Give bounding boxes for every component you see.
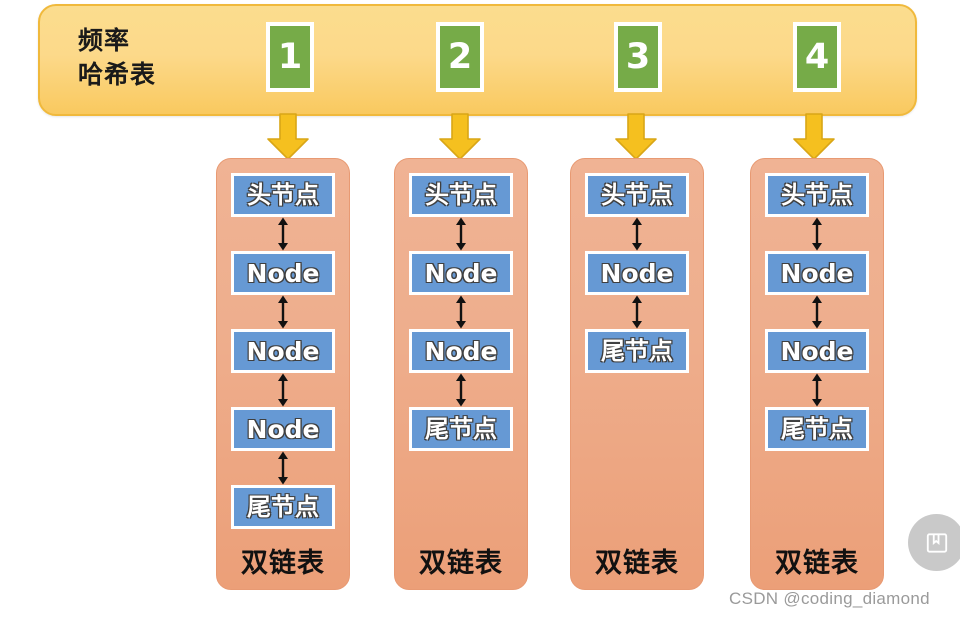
column-footer-label: 双链表 bbox=[595, 548, 679, 579]
list-node[interactable]: Node bbox=[765, 329, 869, 373]
double-arrow-vertical-icon bbox=[276, 217, 290, 251]
double-arrow-vertical-icon bbox=[454, 373, 468, 407]
double-arrow-vertical-icon bbox=[276, 373, 290, 407]
list-node[interactable]: 尾节点 bbox=[409, 407, 513, 451]
double-arrow-vertical-icon bbox=[810, 217, 824, 251]
list-node[interactable]: 尾节点 bbox=[585, 329, 689, 373]
list-node[interactable]: 头节点 bbox=[231, 173, 335, 217]
list-node[interactable]: Node bbox=[231, 407, 335, 451]
arrow-down-icon bbox=[266, 113, 310, 161]
double-arrow-vertical-icon bbox=[454, 295, 468, 329]
list-node[interactable]: 头节点 bbox=[585, 173, 689, 217]
list-node[interactable]: Node bbox=[409, 251, 513, 295]
arrow-down-icon bbox=[614, 113, 658, 161]
list-node[interactable]: Node bbox=[231, 251, 335, 295]
linked-list-column-3: 头节点 Node 尾节点双链表 bbox=[570, 158, 704, 590]
watermark-badge bbox=[908, 514, 960, 571]
node-stack: 头节点 Node 尾节点 bbox=[571, 173, 703, 373]
double-arrow-vertical-icon bbox=[276, 451, 290, 485]
list-node[interactable]: Node bbox=[231, 329, 335, 373]
double-arrow-vertical-icon bbox=[630, 295, 644, 329]
double-arrow-vertical-icon bbox=[810, 295, 824, 329]
column-footer-label: 双链表 bbox=[241, 548, 325, 579]
arrow-down-icon bbox=[792, 113, 836, 161]
watermark-text: CSDN @coding_diamond bbox=[729, 589, 930, 608]
hash-slot-1[interactable]: 1 bbox=[266, 22, 314, 92]
double-arrow-vertical-icon bbox=[276, 295, 290, 329]
column-footer-label: 双链表 bbox=[419, 548, 503, 579]
book-icon bbox=[924, 530, 950, 556]
list-node[interactable]: 头节点 bbox=[409, 173, 513, 217]
hash-slot-3[interactable]: 3 bbox=[614, 22, 662, 92]
list-node[interactable]: Node bbox=[585, 251, 689, 295]
column-footer-label: 双链表 bbox=[775, 548, 859, 579]
list-node[interactable]: 头节点 bbox=[765, 173, 869, 217]
list-node[interactable]: 尾节点 bbox=[765, 407, 869, 451]
double-arrow-vertical-icon bbox=[454, 217, 468, 251]
list-node[interactable]: 尾节点 bbox=[231, 485, 335, 529]
hash-slot-2[interactable]: 2 bbox=[436, 22, 484, 92]
list-node[interactable]: Node bbox=[765, 251, 869, 295]
double-arrow-vertical-icon bbox=[810, 373, 824, 407]
list-node[interactable]: Node bbox=[409, 329, 513, 373]
double-arrow-vertical-icon bbox=[630, 217, 644, 251]
arrow-down-icon bbox=[438, 113, 482, 161]
panel-title: 频率 哈希表 bbox=[78, 26, 157, 89]
hash-slot-4[interactable]: 4 bbox=[793, 22, 841, 92]
